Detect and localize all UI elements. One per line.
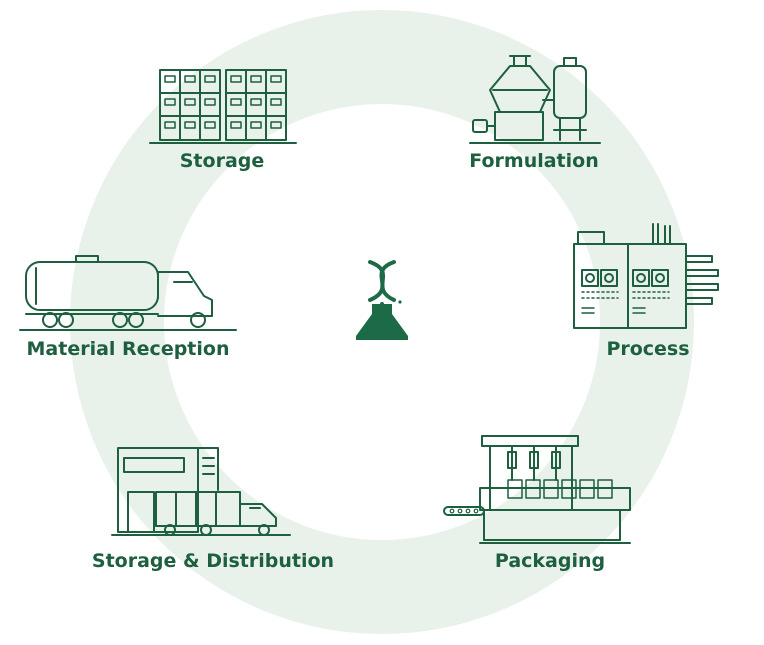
stage-label-material-reception: Material Reception xyxy=(26,338,230,360)
process-machine-icon xyxy=(573,223,719,329)
stage-label-storage-distribution: Storage & Distribution xyxy=(91,550,335,572)
cycle-ring xyxy=(70,10,694,634)
dna-flask-logo-icon xyxy=(356,260,408,340)
stage-label-storage: Storage xyxy=(179,150,265,172)
mixing-tanks-icon xyxy=(469,55,601,144)
warehouse-shelves-icon xyxy=(149,69,297,144)
stage-label-packaging: Packaging xyxy=(494,550,606,572)
filling-line-icon xyxy=(443,435,631,544)
stage-label-formulation: Formulation xyxy=(469,150,599,172)
tanker-truck-icon xyxy=(19,255,237,331)
stage-label-process: Process xyxy=(606,338,690,360)
warehouse-truck-icon xyxy=(111,447,291,536)
